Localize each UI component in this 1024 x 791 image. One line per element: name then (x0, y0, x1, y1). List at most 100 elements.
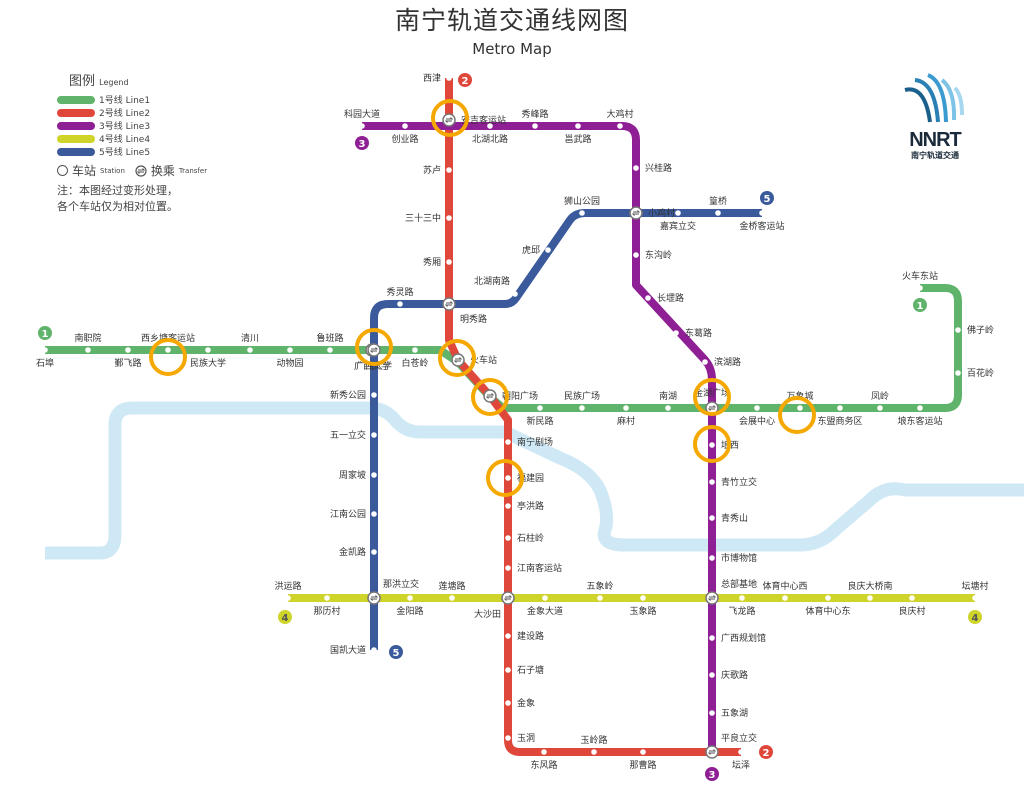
station-长堽路[interactable] (645, 295, 651, 301)
transfer-station-平良立交[interactable] (705, 745, 719, 759)
station-那曹路[interactable] (640, 749, 646, 755)
station-坛泽[interactable] (738, 749, 744, 755)
station-label: 狮山公园 (564, 196, 600, 207)
station-虎邱[interactable] (545, 247, 551, 253)
station-dot (623, 405, 629, 411)
station-良庆大桥南[interactable] (867, 595, 873, 601)
station-福建园[interactable] (505, 475, 511, 481)
station-创业路[interactable] (402, 123, 408, 129)
station-大鸡村[interactable] (617, 123, 623, 129)
station-五象湖[interactable] (709, 710, 715, 716)
station-麻村[interactable] (623, 405, 629, 411)
station-北湖南路[interactable] (512, 291, 518, 297)
station-金阳路[interactable] (407, 595, 413, 601)
station-金象大道[interactable] (542, 595, 548, 601)
station-邕武路[interactable] (575, 123, 581, 129)
station-埌西[interactable] (709, 442, 715, 448)
station-新秀公园[interactable] (371, 392, 377, 398)
station-埌东客运站[interactable] (917, 405, 923, 411)
station-秀厢[interactable] (446, 259, 452, 265)
station-江南公园[interactable] (371, 511, 377, 517)
transfer-station-金湖广场[interactable] (705, 401, 719, 415)
transfer-station-火车站[interactable] (451, 353, 465, 367)
station-三十三中[interactable] (446, 215, 452, 221)
station-西乡塘客运站[interactable] (165, 347, 171, 353)
station-篁桥[interactable] (715, 210, 721, 216)
transfer-station-那洪立交[interactable] (367, 591, 381, 605)
station-佛子岭[interactable] (955, 327, 961, 333)
station-东葛路[interactable] (673, 330, 679, 336)
station-鲁班路[interactable] (327, 347, 333, 353)
station-白苍岭[interactable] (412, 347, 418, 353)
station-坛塘村[interactable] (972, 595, 978, 601)
station-石埠[interactable] (42, 347, 48, 353)
station-江南客运站[interactable] (505, 565, 511, 571)
svg-text:1: 1 (917, 301, 924, 312)
station-金象[interactable] (505, 700, 511, 706)
station-石子塘[interactable] (505, 667, 511, 673)
station-南宁剧场[interactable] (505, 439, 511, 445)
map-title: 南宁轨道交通线网图 (394, 6, 629, 35)
station-动物园[interactable] (287, 347, 293, 353)
transfer-station-总部基地[interactable] (705, 591, 719, 605)
station-东沟岭[interactable] (633, 252, 639, 258)
station-金凯路[interactable] (371, 549, 377, 555)
station-秀灵路[interactable] (397, 301, 403, 307)
station-金桥客运站[interactable] (759, 210, 765, 216)
station-苏卢[interactable] (446, 167, 452, 173)
transfer-station-朝阳广场[interactable] (483, 389, 497, 403)
station-玉象路[interactable] (640, 595, 646, 601)
station-label: 民族大学 (190, 357, 226, 369)
station-东盟商务区[interactable] (837, 405, 843, 411)
station-西津[interactable] (446, 75, 452, 81)
station-秀峰路[interactable] (532, 123, 538, 129)
station-庆歌路[interactable] (709, 672, 715, 678)
station-五象岭[interactable] (597, 595, 603, 601)
station-石柱岭[interactable] (505, 535, 511, 541)
station-南职院[interactable] (85, 347, 91, 353)
transfer-station-安吉客运站[interactable] (442, 113, 456, 127)
station-莲塘路[interactable] (449, 595, 455, 601)
station-兴桂路[interactable] (633, 165, 639, 171)
station-建设路[interactable] (505, 633, 511, 639)
transfer-station-大沙田[interactable] (501, 591, 515, 605)
station-清川[interactable] (247, 347, 253, 353)
legend-title: 图例 Legend (69, 74, 129, 89)
station-市博物馆[interactable] (709, 555, 715, 561)
station-科园大道[interactable] (359, 123, 365, 129)
station-亭洪路[interactable] (505, 503, 511, 509)
station-青秀山[interactable] (709, 515, 715, 521)
transfer-station-小鸡村[interactable] (629, 206, 643, 220)
station-火车东站[interactable] (917, 285, 923, 291)
station-凤岭[interactable] (877, 405, 883, 411)
station-民族大学[interactable] (205, 347, 211, 353)
station-周家坡[interactable] (371, 472, 377, 478)
station-玉岭路[interactable] (591, 749, 597, 755)
station-飞龙路[interactable] (739, 595, 745, 601)
station-洪运路[interactable] (285, 595, 291, 601)
station-良庆村[interactable] (909, 595, 915, 601)
station-北湖北路[interactable] (487, 123, 493, 129)
station-那历村[interactable] (324, 595, 330, 601)
station-南湖[interactable] (665, 405, 671, 411)
transfer-station-广西大学[interactable] (367, 343, 381, 357)
station-体育中心西[interactable] (782, 595, 788, 601)
station-体育中心东[interactable] (825, 595, 831, 601)
station-鄞飞路[interactable] (125, 347, 131, 353)
line-3-track (362, 122, 716, 752)
station-新民路[interactable] (537, 405, 543, 411)
station-国凯大道[interactable] (371, 647, 377, 653)
station-滨湖路[interactable] (702, 359, 708, 365)
transfer-station-明秀路[interactable] (442, 297, 456, 311)
station-狮山公园[interactable] (579, 210, 585, 216)
station-广西规划馆[interactable] (709, 635, 715, 641)
station-百花岭[interactable] (955, 370, 961, 376)
station-万象城[interactable] (797, 405, 803, 411)
station-民族广场[interactable] (579, 405, 585, 411)
station-青竹立交[interactable] (709, 479, 715, 485)
station-嘉宾立交[interactable] (675, 210, 681, 216)
station-玉洞[interactable] (505, 735, 511, 741)
station-东风路[interactable] (541, 749, 547, 755)
station-会展中心[interactable] (754, 405, 760, 411)
station-五一立交[interactable] (371, 432, 377, 438)
